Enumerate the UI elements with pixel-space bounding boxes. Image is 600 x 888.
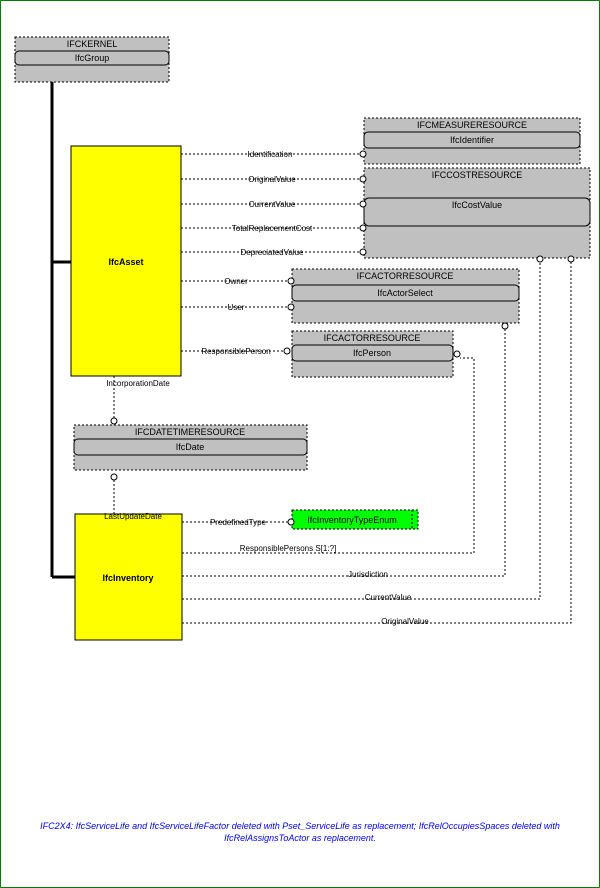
ifcmeasureresource-title: IFCMEASURERESOURCE [417,120,527,130]
schema-ifcmeasureresource[interactable]: IFCMEASURERESOURCE IfcIdentifier [363,117,581,165]
asset-relations: Identification OriginalValue CurrentValu… [106,150,367,425]
class-ifcinventory[interactable]: IfcInventory [74,513,183,641]
ifcactorresource-person-title: IFCACTORRESOURCE [324,333,421,343]
ifcdate-label: IfcDate [176,442,205,452]
user-label: User [228,303,245,312]
user-end-circle [287,303,295,311]
ifcinventory-box [74,513,183,641]
schema-ifcactorresource-select[interactable]: IFCACTORRESOURCE IfcActorSelect [291,268,520,324]
last-update-date-end-circle [110,473,118,481]
ifcasset-box [70,145,182,377]
responsible-persons-line [182,357,475,554]
total-replacement-cost-label: TotalReplacementCost [232,224,313,233]
enum-ifcinventorytypeenum[interactable]: IfcInventoryTypeEnum [291,509,419,530]
inv-current-value-end-circle [536,255,544,263]
jurisdiction-label: Jurisdiction [348,570,388,579]
identification-label: Identification [248,150,293,159]
ifccostvalue-box [363,197,591,227]
current-value-end-circle [359,200,367,208]
owner-label: Owner [224,277,248,286]
ifcactorselect-box [291,284,520,302]
inventory-relations: LastUpdateDate PredefinedType Responsibl… [104,255,575,626]
identification-end-circle [359,150,367,158]
supertype-lines [50,82,75,579]
class-ifcasset[interactable]: IfcAsset [70,145,182,377]
predefined-type-label: PredefinedType [210,518,267,527]
ifckernel-title: IFCKERNEL [67,39,118,49]
ifccostresource-title: IFCCOSTRESOURCE [432,170,523,180]
ifcidentifier-label: IfcIdentifier [450,135,494,145]
inv-original-value-end-circle [567,255,575,263]
responsible-persons-end-circle [453,350,461,358]
ifcdatetimeresource-title: IFCDATETIMERESOURCE [135,427,245,437]
responsible-person-label: ResponsiblePerson [201,347,270,356]
depreciated-value-label: DepreciatedValue [240,248,304,257]
ifcdate-box [73,438,308,456]
owner-end-circle [287,277,295,285]
incorporation-date-end-circle [110,417,118,425]
ifcinventory-label: IfcInventory [102,573,153,583]
revision-note: IFC2X4: IfcServiceLife and IfcServiceLif… [40,821,560,843]
responsible-persons-label: ResponsiblePersons S[1:?] [240,544,337,553]
last-update-date-label: LastUpdateDate [104,512,162,521]
current-value-label: CurrentValue [249,200,296,209]
ifcactorselect-label: IfcActorSelect [377,288,433,298]
ifcgroup-label: IfcGroup [75,53,110,63]
ifcidentifier-box [363,131,581,149]
ifcgroup-box [14,50,170,66]
ifcinventorytypeenum-label: IfcInventoryTypeEnum [307,515,397,525]
ifcasset-label: IfcAsset [108,257,143,267]
schema-ifcactorresource-person[interactable]: IFCACTORRESOURCE IfcPerson [291,330,454,378]
responsible-person-end-circle [283,347,291,355]
ifcperson-label: IfcPerson [353,348,391,358]
inv-original-value-label: OriginalValue [381,617,429,626]
total-replacement-cost-end-circle [359,224,367,232]
inv-original-value-line [182,262,572,624]
jurisdiction-end-circle [501,322,509,330]
ifccostvalue-label: IfcCostValue [452,200,502,210]
incorporation-date-label: IncorporationDate [106,379,170,388]
predefined-type-end-circle [287,518,295,526]
schema-ifccostresource[interactable]: IFCCOSTRESOURCE IfcCostValue [363,167,591,259]
inv-current-value-line [182,262,541,600]
ifcperson-box [291,344,454,362]
original-value-end-circle [359,175,367,183]
ifcactorresource-select-title: IFCACTORRESOURCE [357,271,454,281]
schema-ifcdatetimeresource[interactable]: IFCDATETIMERESOURCE IfcDate [73,424,308,471]
depreciated-value-end-circle [359,248,367,256]
original-value-label: OriginalValue [248,175,296,184]
schema-ifckernel[interactable]: IFCKERNEL IfcGroup [14,36,170,83]
inv-current-value-label: CurrentValue [365,593,412,602]
